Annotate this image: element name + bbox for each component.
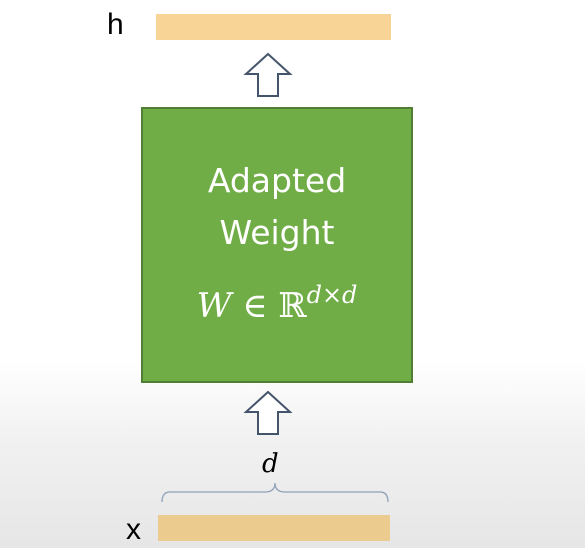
weight-formula: W ∈ ℝd×d — [143, 283, 411, 326]
dimension-label: d — [262, 449, 279, 479]
formula-superscript: d×d — [306, 281, 358, 309]
output-vector-bar — [156, 14, 391, 40]
up-arrow-icon — [243, 52, 293, 97]
up-arrow-icon — [243, 390, 293, 435]
weight-box-title-line-1: Adapted — [207, 161, 347, 200]
adapted-weight-box: Adapted Weight W ∈ ℝd×d — [141, 107, 413, 383]
formula-membership: ∈ ℝ — [231, 286, 307, 326]
output-label: h — [107, 8, 124, 41]
curly-brace-icon — [161, 482, 389, 503]
weight-box-title-line-2: Weight — [219, 213, 335, 252]
formula-variable: W — [196, 286, 232, 326]
input-label: x — [126, 513, 141, 546]
input-vector-bar — [158, 515, 390, 541]
